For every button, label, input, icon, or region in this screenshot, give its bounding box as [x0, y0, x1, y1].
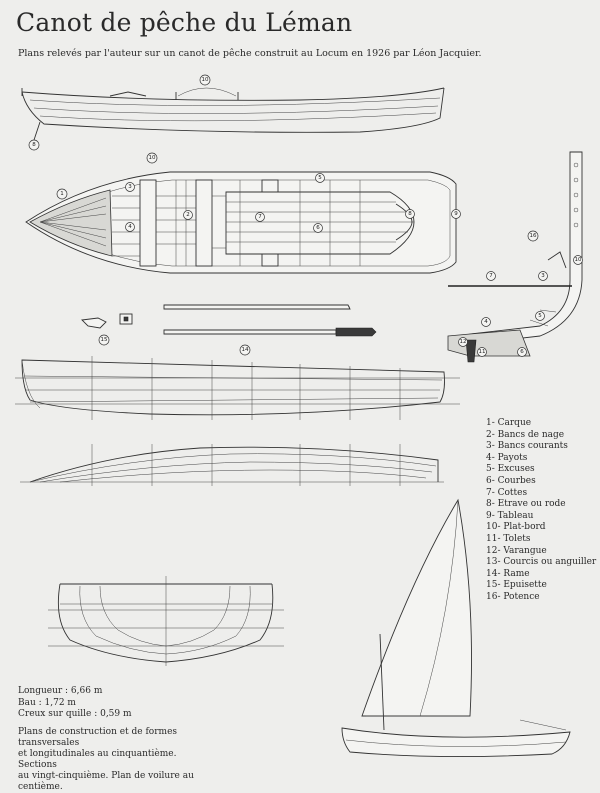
- callout-section-16: 16: [527, 230, 539, 242]
- callout-label: 11: [479, 349, 486, 355]
- dimension-beam: Bau : 1,72 m: [18, 697, 76, 708]
- legend-item: 3- Bancs courants: [486, 441, 568, 452]
- midship-section-drawing: [447, 151, 583, 363]
- callout-accessory-14: 14: [239, 344, 251, 356]
- callout-elevation-10: 10: [199, 74, 211, 86]
- legend-item: 13- Courcis ou anguiller: [486, 557, 597, 568]
- callout-label: 3: [541, 273, 545, 279]
- side-elevation-drawing: [21, 87, 445, 141]
- callout-label: 14: [242, 347, 249, 353]
- callout-label: 1: [60, 191, 64, 197]
- dimension-depth: Creux sur quille : 0,59 m: [18, 709, 132, 719]
- legend-item: 9- Tableau: [486, 510, 534, 521]
- note-line: et longitudinales au cinquantième. Secti…: [18, 749, 177, 770]
- legend-item: 2- Bancs de nage: [486, 429, 565, 440]
- callout-label: 9: [454, 211, 458, 217]
- callout-label: 10: [575, 257, 582, 263]
- page-subtitle: Plans relevés par l'auteur sur un canot …: [18, 48, 482, 59]
- callout-section-3: 3: [538, 271, 548, 281]
- boat-drawings: 10 8 10 1 3 2 4 5: [15, 74, 583, 758]
- callout-label: 4: [128, 224, 132, 230]
- callout-label: 3: [128, 184, 132, 190]
- dimensions-block: Longueur : 6,66 m Bau : 1,72 m Creux sur…: [18, 686, 132, 721]
- callout-label: 12: [460, 339, 467, 345]
- parts-legend: 1- Carque 2- Bancs de nage 3- Bancs cour…: [486, 418, 596, 604]
- callout-deck-3: 3: [125, 182, 135, 192]
- legend-item: 5- Excuses: [486, 464, 535, 475]
- callout-label: 6: [316, 225, 320, 231]
- callout-label: 15: [101, 337, 108, 343]
- note-line: Plans de construction et de formes trans…: [18, 727, 178, 748]
- callout-deck-6: 6: [313, 223, 323, 233]
- callout-section-5: 5: [535, 311, 545, 321]
- legend-item: 11- Tolets: [486, 533, 531, 544]
- callout-label: 16: [530, 233, 537, 239]
- callout-label: 8: [408, 211, 412, 217]
- midship-section-callouts: 7 3 10 16 4 5 6 12 11: [458, 230, 583, 357]
- legend-item: 1- Carque: [486, 418, 532, 428]
- callout-label: 5: [318, 175, 322, 181]
- callout-section-6: 6: [517, 347, 527, 357]
- callout-deck-1: 1: [56, 188, 68, 200]
- callout-deck-5: 5: [315, 173, 325, 183]
- callout-label: 7: [258, 214, 262, 220]
- callout-elevation-8: 8: [28, 139, 40, 151]
- callout-label: 8: [32, 142, 36, 148]
- callout-deck-9: 9: [451, 209, 461, 219]
- legend-item: 7- Cottes: [486, 487, 528, 498]
- callout-label: 10: [149, 155, 156, 161]
- callout-deck-8: 8: [405, 209, 415, 219]
- page-title: Canot de pêche du Léman: [16, 8, 353, 37]
- legend-item: 4- Payots: [486, 452, 528, 463]
- callout-section-4: 4: [481, 317, 491, 327]
- waterlines-drawing: [20, 444, 444, 486]
- dimension-length: Longueur : 6,66 m: [18, 686, 103, 696]
- callout-label: 10: [202, 77, 209, 83]
- callout-label: 7: [489, 273, 493, 279]
- legend-item: 12- Varangue: [486, 545, 547, 556]
- profile-lines-drawing: [15, 356, 460, 420]
- deck-plan-drawing: [25, 171, 457, 274]
- scale-notes: Plans de construction et de formes trans…: [18, 727, 198, 793]
- plan-sheet: Canot de pêche du Léman Plans relevés pa…: [15, 8, 596, 792]
- callout-deck-7: 7: [255, 212, 265, 222]
- callout-section-10: 10: [573, 255, 583, 265]
- callout-section-11: 11: [477, 347, 487, 357]
- callout-section-7: 7: [486, 271, 496, 281]
- callout-label: 2: [186, 212, 190, 218]
- callout-label: 6: [520, 349, 524, 355]
- callout-accessory-15: 15: [98, 334, 110, 346]
- legend-item: 15- Epuisette: [486, 580, 547, 591]
- callout-section-12: 12: [458, 337, 468, 347]
- legend-item: 6- Courbes: [486, 475, 536, 486]
- legend-item: 10- Plat-bord: [486, 522, 546, 533]
- deck-plan-callouts: 10 1 3 2 4 5 6 7 8 9: [56, 152, 461, 233]
- callout-label: 4: [484, 319, 488, 325]
- legend-item: 14- Rame: [486, 568, 530, 579]
- legend-item: 8- Etrave ou rode: [486, 499, 566, 510]
- body-plan-drawing: [48, 576, 284, 666]
- note-line: au vingt-cinquième. Plan de voilure au c…: [18, 771, 194, 792]
- accessories-drawing: [81, 304, 377, 337]
- callout-label: 5: [538, 313, 542, 319]
- callout-deck-4: 4: [125, 222, 135, 232]
- callout-deck-2: 2: [183, 210, 193, 220]
- legend-item: 16- Potence: [486, 591, 540, 602]
- sail-plan-drawing: [341, 498, 571, 758]
- callout-deck-10: 10: [146, 152, 158, 164]
